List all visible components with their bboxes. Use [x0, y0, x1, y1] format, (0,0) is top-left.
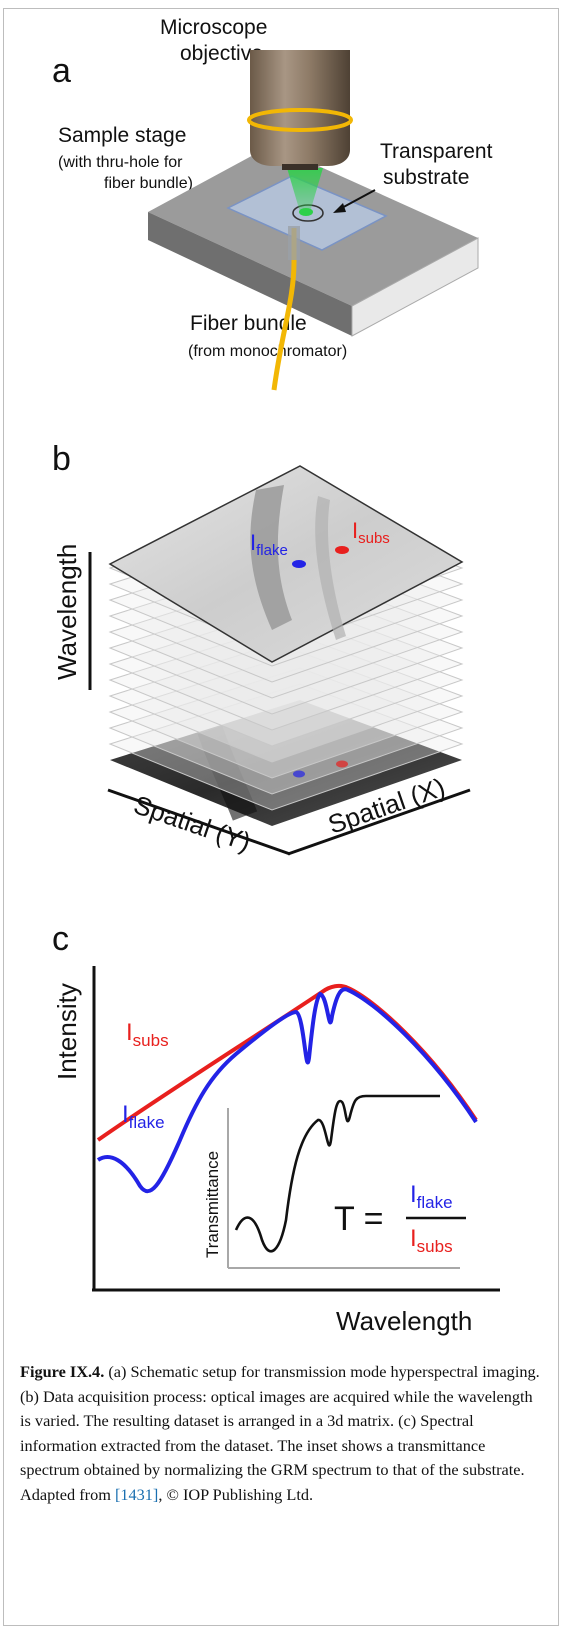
objective-tip	[282, 164, 318, 170]
stage-front	[148, 212, 352, 336]
spatial-x-axis-line	[287, 788, 471, 856]
fiber-connector	[288, 226, 300, 260]
flake-point-marker-bottom	[293, 770, 305, 778]
intensity-axis-label: Intensity	[52, 983, 82, 1080]
equation-numerator: Iflake	[410, 1181, 453, 1212]
stack-bottom-image	[110, 700, 462, 826]
i-flake-label-c: Iflake	[122, 1101, 165, 1132]
caption-credit: , © IOP Publishing Ltd.	[158, 1484, 314, 1504]
stage-side	[351, 237, 479, 337]
fiber-bundle	[271, 228, 297, 391]
figure-caption: Figure IX.4. (a) Schematic setup for tra…	[20, 1360, 542, 1508]
top-flake	[250, 485, 292, 630]
stage-label-line2: (with thru-hole for	[58, 154, 183, 171]
figure-graphic: a Microscope objective Sample stage (wit…	[52, 16, 500, 1336]
i-subs-label-b: Isubs	[352, 518, 390, 547]
figure-frame	[3, 8, 559, 1626]
spatial-y-axis-line	[107, 788, 291, 856]
caption-text: (a) Schematic setup for transmission mod…	[20, 1362, 540, 1504]
substrate-label-line1: Transparent	[380, 140, 493, 163]
stage-label-line1: Sample stage	[58, 124, 186, 147]
stage-label-line3: fiber bundle)	[104, 175, 193, 192]
green-beam	[287, 168, 323, 212]
panel-a: a Microscope objective Sample stage (wit…	[52, 16, 493, 391]
stack-top-image	[108, 465, 464, 663]
top-flake-edge	[315, 496, 346, 640]
objective-yellow-ring	[247, 108, 353, 132]
caption-reference-link[interactable]: [1431]	[114, 1484, 159, 1504]
wavelength-axis-label-b: Wavelength	[52, 544, 82, 680]
beam-spot	[299, 208, 313, 216]
equation-t: T =	[334, 1200, 383, 1238]
i-subs-label-c: Isubs	[126, 1019, 169, 1050]
wavelength-axis-label-c: Wavelength	[336, 1306, 472, 1336]
i-flake-label-b: Iflake	[250, 530, 288, 559]
panel-b-label: b	[52, 440, 71, 478]
fiber-label-line1: Fiber bundle	[190, 312, 307, 335]
panel-a-label: a	[52, 52, 71, 90]
transmittance-axis-label: Transmittance	[203, 1151, 222, 1258]
i-flake-curve	[96, 987, 478, 1194]
panel-c: c Intensity Wavelength Isubs Iflake Tran…	[52, 920, 500, 1336]
equation-denominator: Isubs	[410, 1225, 453, 1256]
flake-point-marker	[292, 560, 306, 568]
objective-lower	[250, 112, 350, 166]
objective-label-line1: Microscope	[160, 16, 267, 39]
caption-label: Figure IX.4.	[20, 1362, 105, 1381]
objective-label-line2: objective	[180, 42, 263, 65]
substrate-label-line2: substrate	[383, 166, 469, 189]
transmittance-curve	[234, 1094, 440, 1253]
subs-point-marker	[335, 546, 349, 554]
fiber-label-line2: (from monochromator)	[188, 343, 347, 360]
subs-point-marker-bottom	[336, 760, 348, 768]
panel-c-label: c	[52, 920, 69, 958]
panel-b: b Wavelength Iflake Isu	[52, 440, 471, 857]
bottom-flake-shadow	[197, 725, 258, 821]
substrate-arrowhead	[333, 203, 346, 213]
